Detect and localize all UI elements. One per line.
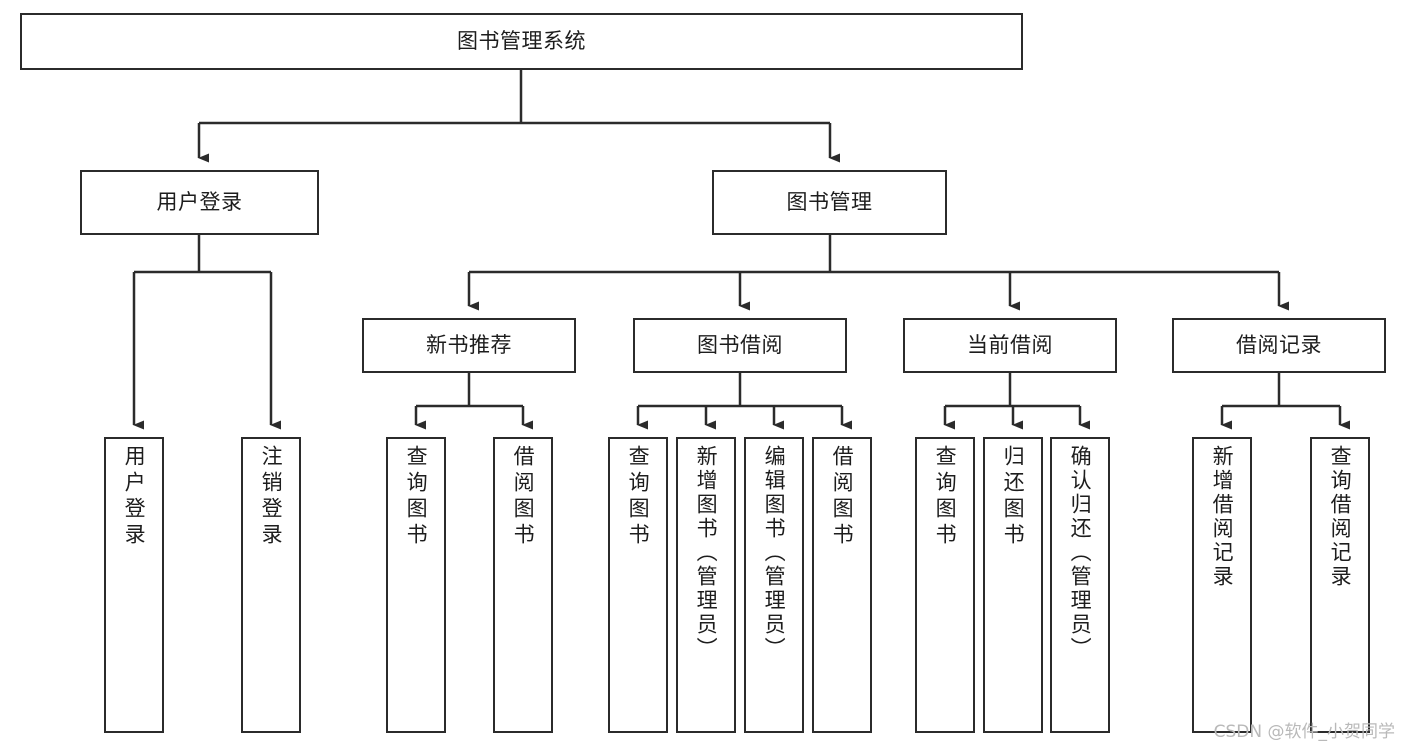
leaf-add-book-admin[interactable]: 新增图书（管理员） bbox=[676, 437, 736, 733]
leaf-edit-book-admin-label: 编辑图书（管理员） bbox=[762, 445, 787, 661]
node-new-book-recommend-label: 新书推荐 bbox=[426, 332, 512, 357]
watermark: CSDN @软件_小贺同学 bbox=[1213, 722, 1395, 742]
node-root-label: 图书管理系统 bbox=[457, 28, 586, 53]
leaf-return-book-label: 归还图书 bbox=[1001, 445, 1026, 549]
node-book-management[interactable]: 图书管理 bbox=[712, 170, 947, 235]
node-user-login-label: 用户登录 bbox=[156, 189, 243, 214]
leaf-query-book-borrow-label: 查询图书 bbox=[626, 445, 651, 549]
leaf-query-book-current[interactable]: 查询图书 bbox=[915, 437, 975, 733]
node-book-management-label: 图书管理 bbox=[786, 189, 873, 214]
node-root[interactable]: 图书管理系统 bbox=[20, 13, 1023, 70]
node-borrow-record-label: 借阅记录 bbox=[1236, 332, 1322, 357]
node-borrow-record[interactable]: 借阅记录 bbox=[1172, 318, 1386, 373]
leaf-add-borrow-record[interactable]: 新增借阅记录 bbox=[1192, 437, 1252, 733]
node-user-login[interactable]: 用户登录 bbox=[80, 170, 319, 235]
leaf-logout[interactable]: 注销登录 bbox=[241, 437, 301, 733]
leaf-add-book-admin-label: 新增图书（管理员） bbox=[694, 445, 719, 661]
leaf-edit-book-admin[interactable]: 编辑图书（管理员） bbox=[744, 437, 804, 733]
leaf-add-borrow-record-label: 新增借阅记录 bbox=[1210, 445, 1235, 589]
leaf-query-book-recommend-label: 查询图书 bbox=[404, 445, 429, 549]
node-book-borrow-label: 图书借阅 bbox=[697, 332, 783, 357]
leaf-query-book-borrow[interactable]: 查询图书 bbox=[608, 437, 668, 733]
leaf-borrow-book-recommend[interactable]: 借阅图书 bbox=[493, 437, 553, 733]
node-new-book-recommend[interactable]: 新书推荐 bbox=[362, 318, 576, 373]
leaf-confirm-return-admin-label: 确认归还（管理员） bbox=[1068, 445, 1093, 661]
leaf-confirm-return-admin[interactable]: 确认归还（管理员） bbox=[1050, 437, 1110, 733]
leaf-user-login[interactable]: 用户登录 bbox=[104, 437, 164, 733]
leaf-query-borrow-record[interactable]: 查询借阅记录 bbox=[1310, 437, 1370, 733]
leaf-logout-label: 注销登录 bbox=[259, 445, 284, 549]
node-current-borrow-label: 当前借阅 bbox=[967, 332, 1053, 357]
leaf-query-book-recommend[interactable]: 查询图书 bbox=[386, 437, 446, 733]
leaf-borrow-book-label: 借阅图书 bbox=[830, 445, 855, 549]
leaf-borrow-book[interactable]: 借阅图书 bbox=[812, 437, 872, 733]
leaf-return-book[interactable]: 归还图书 bbox=[983, 437, 1043, 733]
leaf-borrow-book-recommend-label: 借阅图书 bbox=[511, 445, 536, 549]
node-current-borrow[interactable]: 当前借阅 bbox=[903, 318, 1117, 373]
leaf-user-login-label: 用户登录 bbox=[122, 445, 147, 549]
node-book-borrow[interactable]: 图书借阅 bbox=[633, 318, 847, 373]
leaf-query-borrow-record-label: 查询借阅记录 bbox=[1328, 445, 1353, 589]
leaf-query-book-current-label: 查询图书 bbox=[933, 445, 958, 549]
